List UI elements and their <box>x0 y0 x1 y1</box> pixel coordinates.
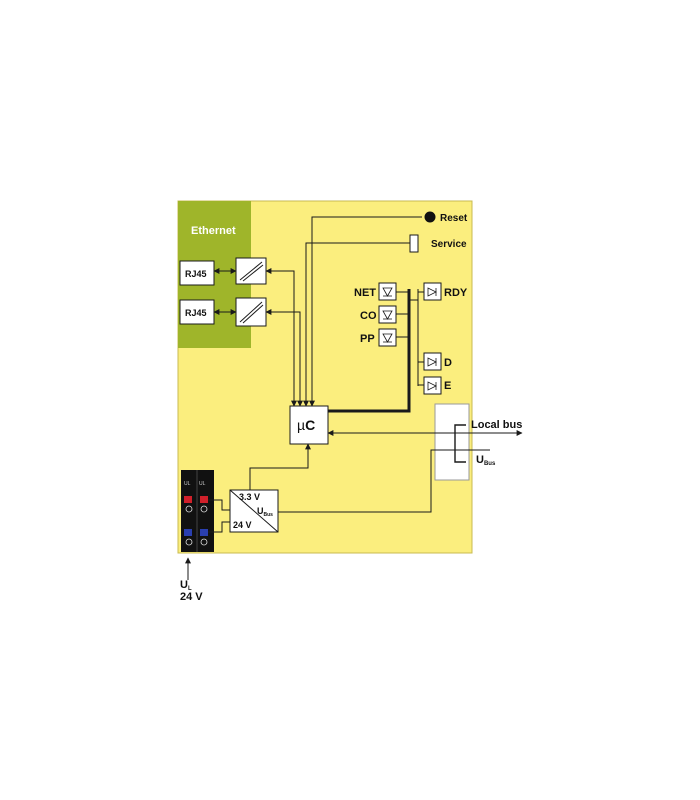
led-e <box>418 376 442 395</box>
terminal-red-1 <box>184 496 192 503</box>
led-d <box>418 352 442 371</box>
service-line <box>303 242 410 407</box>
led-e-label: E <box>444 380 451 392</box>
terminal-screw-2 <box>200 505 208 513</box>
psu-to-uc <box>249 443 311 490</box>
terminal-to-psu-plus <box>208 499 230 511</box>
terminal-to-psu-minus <box>208 521 230 533</box>
terminal-screw-4 <box>200 538 208 546</box>
led-pp-label: PP <box>360 333 375 345</box>
service-label: Service <box>431 239 467 250</box>
reset-label: Reset <box>440 213 468 224</box>
ethernet-label: Ethernet <box>191 225 236 237</box>
transformer-2-slash-b <box>242 304 264 324</box>
rj45-port-2-label: RJ45 <box>185 308 207 318</box>
eth-2-to-uc <box>265 309 303 407</box>
ubus-label: UBus <box>476 454 496 467</box>
terminal-ul-label-2: UL <box>199 481 206 487</box>
led-co <box>378 305 409 324</box>
psu-24v-label: 24 V <box>233 520 252 530</box>
led-net-label: NET <box>354 287 376 299</box>
ul-voltage-label: 24 V <box>180 591 203 603</box>
terminal-blue-2 <box>200 529 208 536</box>
terminal-red-2 <box>200 496 208 503</box>
transformer-1-slash-a <box>239 261 263 281</box>
rj45-port-1 <box>179 260 215 286</box>
local-bus-connector <box>434 403 470 481</box>
led-net <box>378 282 409 301</box>
led-co-label: CO <box>360 310 377 322</box>
led-d-label: D <box>444 357 452 369</box>
transformer-1-slash-b <box>242 264 264 282</box>
transformer-2-slash-a <box>239 301 263 323</box>
rj45-port-1-label: RJ45 <box>185 269 207 279</box>
terminal-blue-1 <box>184 529 192 536</box>
service-switch-icon <box>409 234 419 253</box>
rj45-port-2 <box>179 299 215 325</box>
terminal-ul-label-1: UL <box>184 481 191 487</box>
led-bus-line <box>328 289 411 413</box>
psu-to-ubus <box>278 449 455 513</box>
local-bus-label: Local bus <box>471 419 522 431</box>
reset-button-icon <box>424 211 436 223</box>
led-pp <box>378 328 409 347</box>
led-rdy-label: RDY <box>444 287 468 299</box>
ul-label: UL <box>180 579 192 592</box>
psu-3v3-label: 3.3 V <box>239 492 260 502</box>
terminal-screw-3 <box>185 538 193 546</box>
terminal-screw-1 <box>185 505 193 513</box>
psu-ubus-label: UBus <box>257 506 273 518</box>
local-bus-bracket <box>454 424 466 463</box>
reset-line <box>309 216 422 407</box>
microcontroller-label: µC <box>297 417 315 433</box>
power-supply-diagonal <box>229 489 279 533</box>
led-rdy <box>418 282 442 301</box>
